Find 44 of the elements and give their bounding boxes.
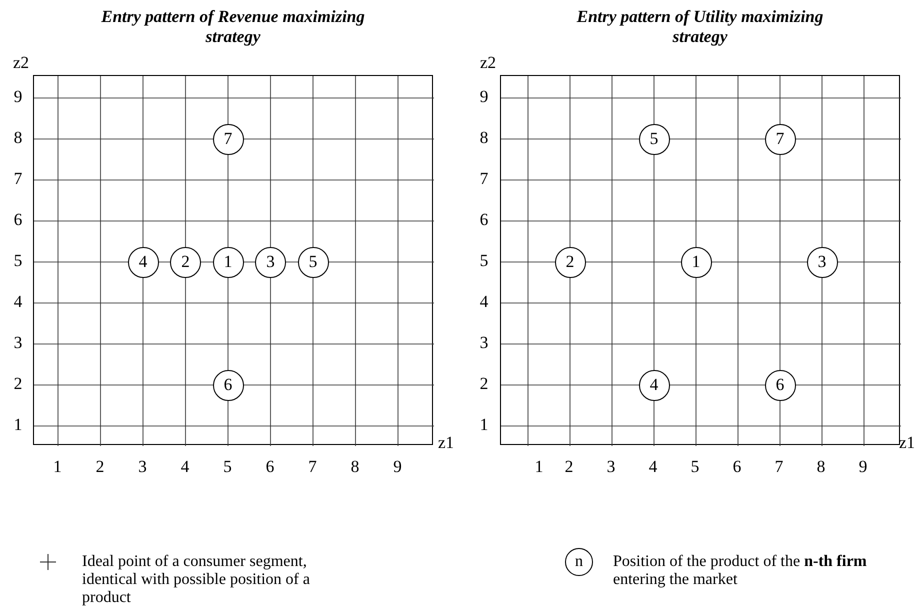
- tick-label: 9: [393, 458, 402, 476]
- tick-label: 7: [480, 170, 488, 188]
- legend-text: Position of the product of the n-th firm entering the market: [613, 553, 868, 589]
- tick-label: 9: [480, 88, 488, 106]
- tick-label: 5: [14, 252, 22, 270]
- tick-label: 5: [223, 458, 232, 476]
- tick-label: 9: [14, 88, 22, 106]
- tick-label: 3: [14, 334, 22, 352]
- tick-label: 6: [14, 211, 22, 229]
- tick-label: 2: [564, 458, 574, 476]
- tick-label: 3: [606, 458, 616, 476]
- tick-label: 5: [480, 252, 488, 270]
- tick-label: 1: [14, 416, 22, 434]
- tick-label: 4: [648, 458, 658, 476]
- tick-label: 7: [14, 170, 22, 188]
- tick-label: 6: [266, 458, 274, 476]
- tick-label: 1: [534, 458, 544, 476]
- tick-label: 2: [480, 375, 488, 393]
- tick-label: 2: [96, 458, 104, 476]
- tick-label: 6: [732, 458, 742, 476]
- tick-label: 8: [480, 129, 488, 147]
- tick-label: 1: [480, 416, 488, 434]
- tick-label: 3: [138, 458, 147, 476]
- panel-title: Entry pattern of Revenue maximizing strategy: [100, 7, 366, 47]
- tick-label: 4: [180, 458, 190, 476]
- panel-title: Entry pattern of Utility maximizing strategy: [576, 7, 824, 47]
- tick-label: 8: [816, 458, 826, 476]
- axis-label: z2: [12, 54, 30, 72]
- tick-label: 7: [774, 458, 784, 476]
- tick-label: 3: [480, 334, 488, 352]
- tick-label: 8: [350, 458, 360, 476]
- tick-label: 4: [480, 293, 488, 311]
- tick-label: 9: [858, 458, 868, 476]
- legend-text: Ideal point of a consumer segment, identical with possible position of a product: [82, 553, 311, 607]
- tick-label: 8: [14, 129, 22, 147]
- tick-label: 4: [14, 293, 22, 311]
- tick-label: 7: [308, 458, 317, 476]
- axis-label: z1: [898, 434, 916, 452]
- tick-label: 2: [14, 375, 22, 393]
- tick-label: 6: [480, 211, 488, 229]
- tick-label: 5: [690, 458, 700, 476]
- tick-label: 1: [53, 458, 62, 476]
- axis-label: z2: [480, 54, 496, 72]
- axis-label: z1: [438, 434, 454, 452]
